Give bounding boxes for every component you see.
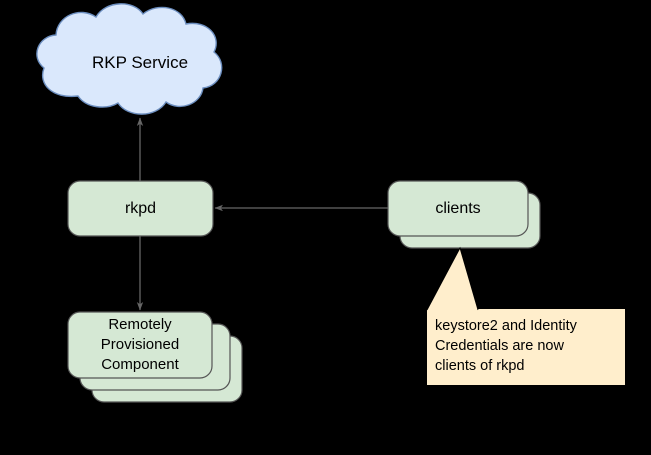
node-rkpd[interactable] (67, 180, 214, 237)
node-callout-note[interactable] (426, 246, 625, 385)
node-clients[interactable] (387, 180, 529, 237)
node-rkp-service-cloud[interactable] (36, 3, 223, 115)
node-remotely-provisioned-component[interactable] (67, 311, 213, 379)
